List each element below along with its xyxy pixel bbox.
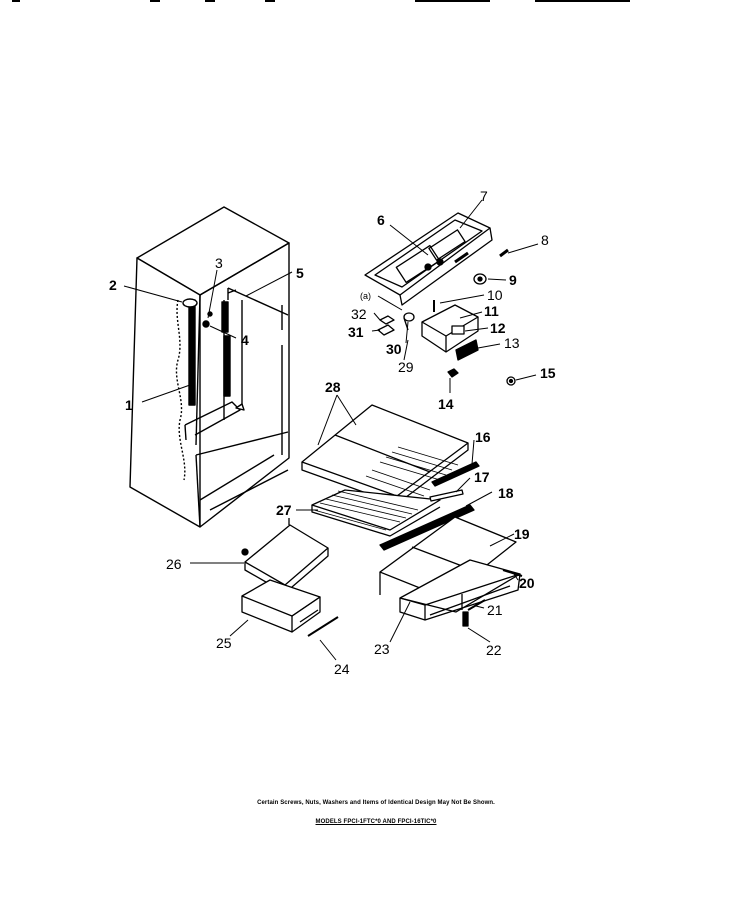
callout-23: 23 (374, 641, 390, 657)
footnote-text: Certain Screws, Nuts, Washers and Items … (257, 800, 495, 806)
leader-lines (123, 199, 539, 661)
callout-11: 11 (484, 303, 499, 319)
callout-18: 18 (498, 485, 514, 501)
callout-20: 20 (519, 575, 535, 591)
callout-25: 25 (216, 635, 232, 651)
callout-8: 8 (541, 232, 549, 248)
callout-30: 30 (386, 341, 402, 357)
callout-7: 7 (480, 188, 488, 204)
callout-21: 21 (487, 602, 503, 618)
callout-10: 10 (487, 287, 503, 303)
callout-14: 14 (438, 396, 454, 412)
callout-9: 9 (509, 272, 517, 288)
callout-16: 16 (475, 429, 491, 445)
callout-6: 6 (377, 212, 385, 228)
callout-2: 2 (109, 277, 117, 293)
callout-19: 19 (514, 526, 530, 542)
callout-5: 5 (296, 265, 304, 281)
callout-13: 13 (504, 335, 520, 351)
callout-26: 26 (166, 556, 182, 572)
callout-28: 28 (325, 379, 341, 395)
callout-4: 4 (241, 332, 249, 348)
callout-22: 22 (486, 642, 502, 658)
callout-17: 17 (474, 469, 490, 485)
callout-1: 1 (125, 397, 133, 413)
callout-24: 24 (334, 661, 350, 677)
callout-15: 15 (540, 365, 556, 381)
cabinet-drawing (129, 206, 290, 528)
callout-a: (a) (360, 291, 371, 301)
callout-3: 3 (215, 255, 223, 271)
models-caption: MODELS FPCI-1FTC*0 AND FPCI-16TIC*0 (315, 819, 437, 825)
callout-12: 12 (490, 320, 506, 336)
callout-31: 31 (348, 324, 364, 340)
callout-labels: 1 2 3 4 5 6 7 8 9 10 11 12 13 14 15 16 1… (109, 188, 556, 677)
callout-27: 27 (276, 502, 292, 518)
shelves-crispers-drawing (241, 404, 523, 637)
callout-32: 32 (351, 306, 367, 322)
callout-29: 29 (398, 359, 414, 375)
